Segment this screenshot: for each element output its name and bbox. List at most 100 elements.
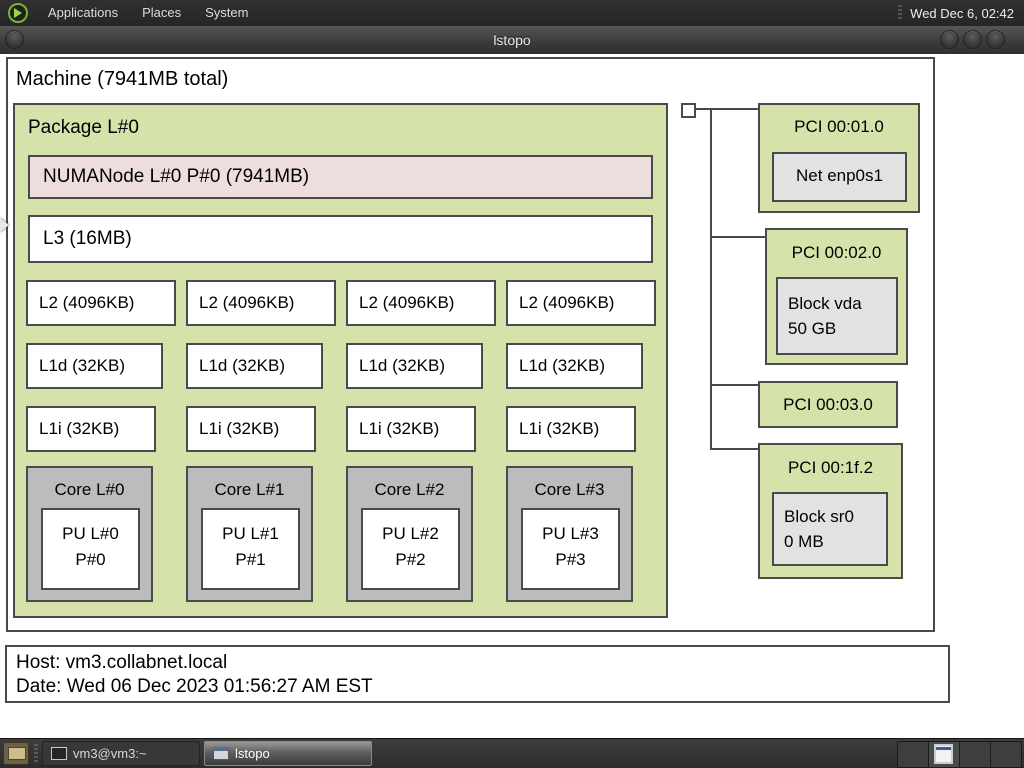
l1i-cache-box: L1i (32KB) (506, 406, 636, 452)
menu-applications[interactable]: Applications (48, 5, 119, 20)
panel-handle (898, 5, 903, 21)
close-button[interactable] (986, 30, 1005, 49)
workspace-2[interactable] (929, 742, 960, 767)
l2-label: L2 (4096KB) (39, 293, 135, 312)
workspace-3[interactable] (960, 742, 991, 767)
taskbar-handle (34, 744, 38, 764)
l1i-label: L1i (32KB) (359, 419, 440, 438)
date-line: Date: Wed 06 Dec 2023 01:56:27 AM EST (16, 676, 373, 697)
pu-logical-label: PU L#1 (222, 524, 279, 543)
menu-system[interactable]: System (205, 5, 249, 20)
l1i-label: L1i (32KB) (519, 419, 600, 438)
pu-box: PU L#2 P#2 (361, 508, 460, 590)
pu-box: PU L#0 P#0 (41, 508, 140, 590)
l2-cache-box: L2 (4096KB) (26, 280, 176, 326)
pci-link-line (696, 108, 758, 110)
l1i-label: L1i (32KB) (39, 419, 120, 438)
pci-box: PCI 00:02.0 Block vda 50 GB (765, 228, 908, 365)
host-line: Host: vm3.collabnet.local (16, 652, 228, 673)
net-device-box: Net enp0s1 (772, 152, 907, 202)
maximize-button[interactable] (963, 30, 982, 49)
pci-box: PCI 00:01.0 Net enp0s1 (758, 103, 920, 213)
pci-box: PCI 00:1f.2 Block sr0 0 MB (758, 443, 903, 579)
l1d-label: L1d (32KB) (39, 356, 125, 375)
l1d-cache-box: L1d (32KB) (26, 343, 163, 389)
clock[interactable]: Wed Dec 6, 02:42 (910, 5, 1014, 21)
pu-physical-label: P#2 (395, 550, 426, 569)
workspace-4[interactable] (991, 742, 1021, 767)
l1d-label: L1d (32KB) (199, 356, 285, 375)
pci-trunk-line (710, 108, 712, 450)
thumb-titlebar (936, 747, 951, 750)
pu-logical-label: PU L#2 (382, 524, 439, 543)
logo-arrow-icon (14, 8, 22, 18)
l1i-cache-box: L1i (32KB) (186, 406, 316, 452)
l2-label: L2 (4096KB) (519, 293, 615, 312)
pci-label: PCI 00:1f.2 (787, 458, 874, 477)
numanode-box: NUMANode L#0 P#0 (7941MB) (28, 155, 653, 199)
l1i-label: L1i (32KB) (199, 419, 280, 438)
workspace-1[interactable] (898, 742, 929, 767)
workspace-switcher (897, 741, 1022, 768)
core-label: Core L#2 (374, 480, 445, 499)
bottom-panel: vm3@vm3:~ lstopo (0, 738, 1024, 768)
l1d-label: L1d (32KB) (519, 356, 605, 375)
pu-logical-label: PU L#0 (62, 524, 119, 543)
l1d-cache-box: L1d (32KB) (506, 343, 643, 389)
task-label: vm3@vm3:~ (73, 746, 147, 761)
core-box: Core L#2 PU L#2 P#2 (346, 466, 473, 602)
block-device-size: 0 MB (784, 532, 824, 551)
machine-label: Machine (7941MB total) (16, 68, 229, 90)
pci-link-line (710, 384, 758, 386)
core-box: Core L#3 PU L#3 P#3 (506, 466, 633, 602)
block-device-size: 50 GB (788, 319, 837, 338)
show-desktop-button[interactable] (3, 742, 29, 765)
window-title: lstopo (493, 32, 531, 48)
lstopo-canvas: Machine (7941MB total) Package L#0 NUMAN… (0, 54, 1024, 738)
l1i-cache-box: L1i (32KB) (26, 406, 156, 452)
pci-link-line (710, 236, 765, 238)
l1d-cache-box: L1d (32KB) (186, 343, 323, 389)
l2-cache-box: L2 (4096KB) (346, 280, 496, 326)
net-device-label: Net enp0s1 (796, 166, 883, 185)
l3-label: L3 (16MB) (43, 228, 132, 249)
task-label: lstopo (235, 746, 270, 761)
distro-logo-icon[interactable] (8, 3, 28, 23)
pu-physical-label: P#1 (235, 550, 266, 569)
l1d-label: L1d (32KB) (359, 356, 445, 375)
l1i-cache-box: L1i (32KB) (346, 406, 476, 452)
block-device-label: Block sr0 (784, 507, 854, 526)
core-label: Core L#0 (54, 480, 125, 499)
block-device-box: Block sr0 0 MB (772, 492, 888, 566)
core-box: Core L#0 PU L#0 P#0 (26, 466, 153, 602)
numanode-label: NUMANode L#0 P#0 (7941MB) (43, 166, 310, 187)
mouse-cursor (0, 218, 9, 232)
minimize-button[interactable] (940, 30, 959, 49)
block-device-label: Block vda (788, 294, 862, 313)
l1d-cache-box: L1d (32KB) (346, 343, 483, 389)
package-label: Package L#0 (28, 117, 139, 138)
l2-label: L2 (4096KB) (199, 293, 295, 312)
window-titlebar[interactable]: lstopo (0, 26, 1024, 55)
terminal-icon (51, 747, 67, 760)
l3-cache-box: L3 (16MB) (28, 215, 653, 263)
task-button-lstopo[interactable]: lstopo (204, 741, 372, 766)
core-box: Core L#1 PU L#1 P#1 (186, 466, 313, 602)
core-label: Core L#3 (534, 480, 605, 499)
pci-link-line (710, 448, 758, 450)
pci-label: PCI 00:02.0 (791, 243, 882, 262)
desktop-icon (8, 747, 26, 760)
l2-label: L2 (4096KB) (359, 293, 455, 312)
pci-label: PCI 00:03.0 (783, 395, 873, 414)
l2-cache-box: L2 (4096KB) (506, 280, 656, 326)
pci-box: PCI 00:03.0 (758, 381, 898, 428)
pu-physical-label: P#3 (555, 550, 586, 569)
l2-cache-box: L2 (4096KB) (186, 280, 336, 326)
task-button-terminal[interactable]: vm3@vm3:~ (42, 741, 200, 766)
window-menu-button[interactable] (5, 30, 24, 49)
menu-places[interactable]: Places (142, 5, 182, 20)
workspace-window-thumb (934, 744, 953, 764)
top-panel: Applications Places System Wed Dec 6, 02… (0, 0, 1024, 27)
pci-bridge-node (681, 103, 696, 118)
pu-box: PU L#1 P#1 (201, 508, 300, 590)
